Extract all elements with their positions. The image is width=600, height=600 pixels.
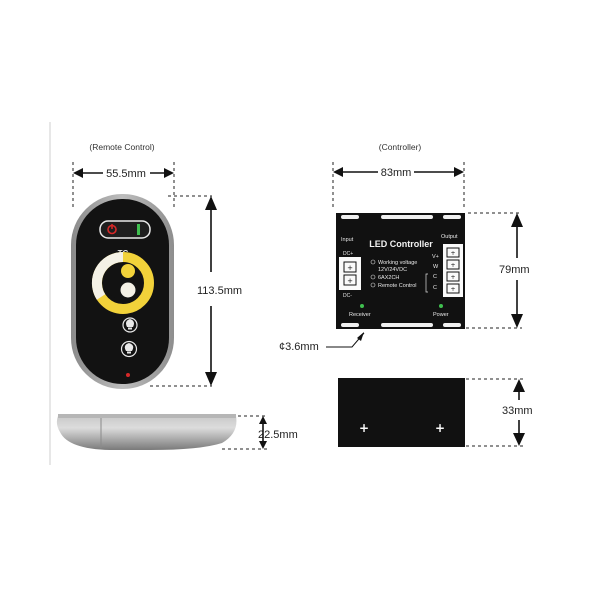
remote-height-label: 113.5mm: [197, 285, 242, 297]
remote-thickness-dimension: 22.5mm: [222, 415, 298, 450]
power-on-icon: [137, 224, 140, 235]
svg-text:+: +: [450, 274, 455, 281]
controller-height-dimension: 79mm: [466, 212, 530, 329]
controller-title: LED Controller: [369, 239, 433, 249]
hole-diameter-label: ¢3.6mm: [279, 341, 319, 353]
dc-minus-label: DC-: [343, 293, 352, 299]
controller-caption: (Controller): [379, 142, 422, 152]
spec-line: Remote Control: [378, 283, 417, 289]
cool-button: [120, 282, 136, 298]
color-temperature-dial: [91, 251, 154, 314]
remote-width-label: 55.5mm: [106, 168, 146, 180]
dc-plus-label: DC+: [343, 251, 353, 257]
remote-control-side: [56, 414, 237, 450]
input-label: Input: [341, 237, 354, 243]
remote-height-dimension: 113.5mm: [150, 195, 242, 387]
out-pin-label: C: [433, 274, 437, 280]
bright-bulb-icon: [120, 340, 138, 358]
controller-top-view: LED Controller Input Output DC+ DC- + + …: [336, 213, 465, 329]
controller-side-view: + +: [338, 378, 465, 447]
out-pin-label: W: [433, 264, 439, 270]
remote-control-front: TC: [71, 194, 174, 389]
svg-text:+: +: [450, 262, 455, 269]
svg-text:+: +: [347, 277, 353, 285]
controller-depth-dimension: 33mm: [466, 378, 533, 447]
spec-line: Working voltage: [378, 260, 417, 266]
remote-thickness-label: 22.5mm: [258, 429, 298, 441]
power-label: Power: [433, 312, 449, 318]
dim-bulb-icon: [122, 317, 138, 333]
out-pin-label: V+: [432, 254, 439, 260]
output-label: Output: [441, 234, 458, 240]
controller-width-dimension: 83mm: [332, 162, 465, 208]
spec-line: 6AX2CH: [378, 275, 399, 281]
spec-line: 12V/24VDC: [378, 267, 407, 273]
controller-depth-label: 33mm: [502, 405, 533, 417]
receiver-label: Receiver: [349, 312, 371, 318]
svg-text:+: +: [359, 421, 369, 435]
out-pin-label: C: [433, 285, 437, 291]
svg-text:+: +: [450, 250, 455, 257]
mounting-hole-callout: ¢3.6mm: [279, 332, 365, 353]
controller-height-label: 79mm: [499, 264, 530, 276]
svg-text:+: +: [450, 286, 455, 293]
remote-width-dimension: 55.5mm: [72, 162, 175, 210]
remote-caption: (Remote Control): [89, 142, 154, 152]
remote-indicator-led: [126, 373, 130, 377]
spec-list: Working voltage 12V/24VDC 6AX2CH Remote …: [370, 259, 417, 289]
svg-text:+: +: [347, 264, 353, 272]
power-led: [439, 304, 443, 308]
svg-text:+: +: [435, 421, 445, 435]
receiver-led: [360, 304, 364, 308]
warm-button: [121, 264, 135, 278]
controller-width-label: 83mm: [381, 167, 412, 179]
